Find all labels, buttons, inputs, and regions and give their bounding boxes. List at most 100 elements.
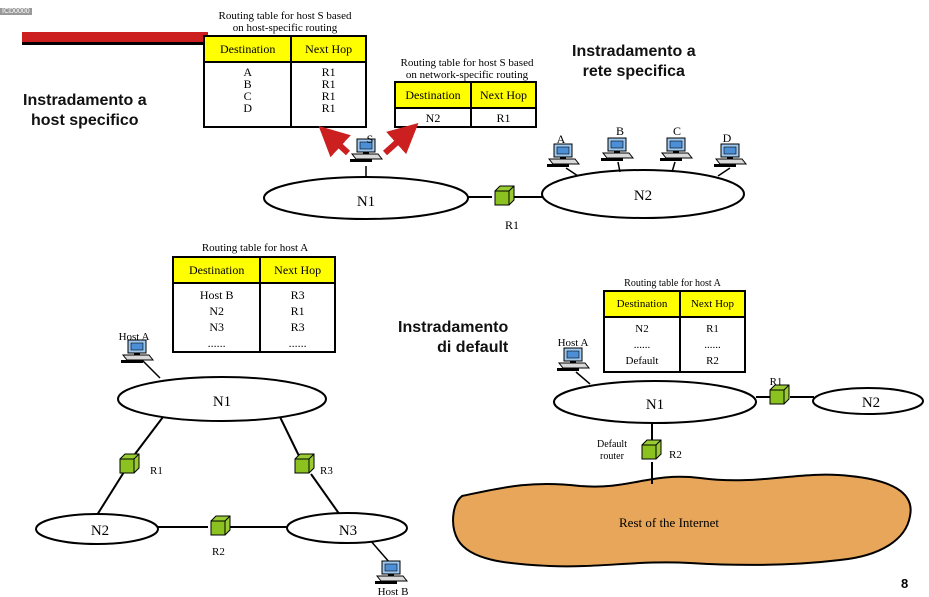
label-r2-left: R2 — [212, 546, 225, 558]
next-hop-r3b: R3 — [290, 320, 305, 334]
network-n2-right — [812, 387, 924, 415]
routing-table-host-specific: Destination Next Hop A B C D R1 R1 R1 R1 — [202, 35, 367, 128]
destination-c: C — [243, 89, 252, 103]
caption-host-routing: Routing table for host S based on host-s… — [195, 10, 375, 34]
label-internet: Rest of the Internet — [619, 515, 719, 530]
next-hop-r1: R1 — [706, 323, 719, 335]
logo-text: ICD0000 — [0, 8, 32, 15]
destination-more: ...... — [633, 339, 651, 351]
host-s-icon — [349, 138, 383, 163]
destination-a: A — [243, 65, 252, 79]
network-n2-top — [541, 169, 745, 219]
routing-table-host-a-left: Destination Next Hop Host B N2 N3 ......… — [171, 256, 336, 353]
host-a-icon — [546, 143, 580, 168]
column-header-next-hop: Next Hop — [259, 256, 336, 284]
network-n1-top — [263, 176, 469, 220]
host-a-left-icon — [120, 339, 154, 364]
destination-cell: Host B N2 N3 ...... — [171, 282, 262, 353]
title-default: Instradamento di default — [398, 318, 508, 358]
network-n1-left — [117, 376, 327, 422]
caption-host-a-right: Routing table for host A — [624, 278, 721, 289]
internet-cloud — [452, 473, 912, 568]
router-r2-right-icon — [641, 439, 662, 460]
next-hop-d: R1 — [321, 101, 336, 115]
title-network-specific: Instradamento a rete specifica — [572, 42, 696, 82]
title-host-specific-line2: host specifico — [31, 112, 139, 129]
destination-n3: N3 — [209, 320, 224, 334]
next-hop-r3: R3 — [290, 288, 305, 302]
destination-default: Default — [625, 355, 659, 367]
page-number: 8 — [901, 576, 909, 591]
label-default-router-line2: router — [600, 451, 625, 462]
arrow-to-network-table — [382, 122, 419, 156]
column-header-next-hop: Next Hop — [290, 35, 367, 63]
destination-cell: A B C D — [202, 61, 293, 128]
title-host-specific-line1: Instradamento a — [23, 92, 147, 109]
column-header-next-hop: Next Hop — [679, 290, 746, 318]
label-host-c: C — [673, 124, 681, 138]
label-n1-top: N1 — [357, 194, 375, 210]
header-bar — [22, 32, 208, 45]
host-a-right-icon — [556, 347, 590, 372]
column-header-destination: Destination — [603, 290, 681, 318]
router-r3-left-icon — [294, 453, 315, 474]
label-host-b: B — [616, 124, 624, 138]
next-hop-more: ...... — [704, 339, 721, 351]
host-c-icon — [659, 137, 693, 162]
destination-more: ...... — [207, 336, 226, 350]
next-hop-b: R1 — [321, 77, 336, 91]
label-r2-right: R2 — [669, 449, 682, 461]
router-r2-left-icon — [210, 515, 231, 536]
next-hop-cell: R1 ...... R2 — [679, 316, 746, 373]
next-hop-a: R1 — [321, 65, 336, 79]
routing-table-host-a-right: Destination Next Hop N2 ...... Default R… — [603, 290, 746, 373]
host-b-left-icon — [374, 560, 408, 585]
router-r1-left-icon — [119, 453, 140, 474]
label-n2-right: N2 — [862, 395, 880, 411]
next-hop-more: ...... — [288, 336, 307, 350]
label-n1-left: N1 — [213, 394, 231, 410]
next-hop-r1: R1 — [290, 304, 305, 318]
label-n1-right: N1 — [646, 397, 664, 413]
label-n3-left: N3 — [339, 523, 357, 539]
label-host-s: S — [367, 132, 374, 146]
destination-host-b: Host B — [199, 288, 234, 302]
top-network: S A B C D N1 N2 R1 — [263, 122, 747, 232]
title-network-specific-line1: Instradamento a — [572, 43, 696, 60]
label-host-a-left: Host A — [119, 331, 150, 343]
label-r1-left: R1 — [150, 465, 163, 477]
caption-network-routing-line2: on network-specific routing — [405, 69, 529, 81]
host-b-icon — [600, 137, 634, 162]
network-n3-left — [286, 512, 408, 544]
caption-network-routing-line1: Routing table for host S based — [400, 57, 534, 69]
destination-n2: N2 — [635, 323, 649, 335]
caption-host-routing-line2: on host-specific routing — [232, 22, 338, 34]
title-network-specific-line2: rete specifica — [582, 63, 685, 80]
network-n2-left — [35, 513, 159, 545]
label-host-a-right: Host A — [558, 337, 589, 349]
label-r3-left: R3 — [320, 465, 333, 477]
label-n2-left: N2 — [91, 523, 109, 539]
destination-cell: N2 ...... Default — [603, 316, 681, 373]
label-host-a: A — [557, 132, 566, 146]
column-header-destination: Destination — [171, 256, 262, 284]
router-r1-top-icon — [494, 185, 515, 206]
destination-b: B — [243, 77, 252, 91]
destination-d: D — [243, 101, 252, 115]
routing-table-network-specific: Destination Next Hop N2 R1 — [393, 81, 537, 128]
bottom-left-network: Host A Host B N1 N2 N3 R1 R2 R3 — [35, 331, 408, 597]
network-n1-right — [553, 380, 757, 424]
next-hop-r1: R1 — [470, 107, 537, 128]
label-r1-right: R1 — [770, 376, 783, 388]
arrow-to-host-table — [318, 125, 351, 158]
next-hop-cell: R1 R1 R1 R1 — [290, 61, 367, 128]
router-r1-right-icon — [769, 384, 790, 405]
destination-n2: N2 — [209, 304, 224, 318]
title-host-specific: Instradamento a host specifico — [23, 91, 147, 131]
label-r1-top: R1 — [505, 218, 519, 232]
label-default-router-line1: Default — [597, 439, 627, 450]
column-header-destination: Destination — [202, 35, 293, 63]
label-n2-top: N2 — [634, 188, 652, 204]
next-hop-c: R1 — [321, 89, 336, 103]
logo: ICD0000 — [0, 0, 32, 18]
